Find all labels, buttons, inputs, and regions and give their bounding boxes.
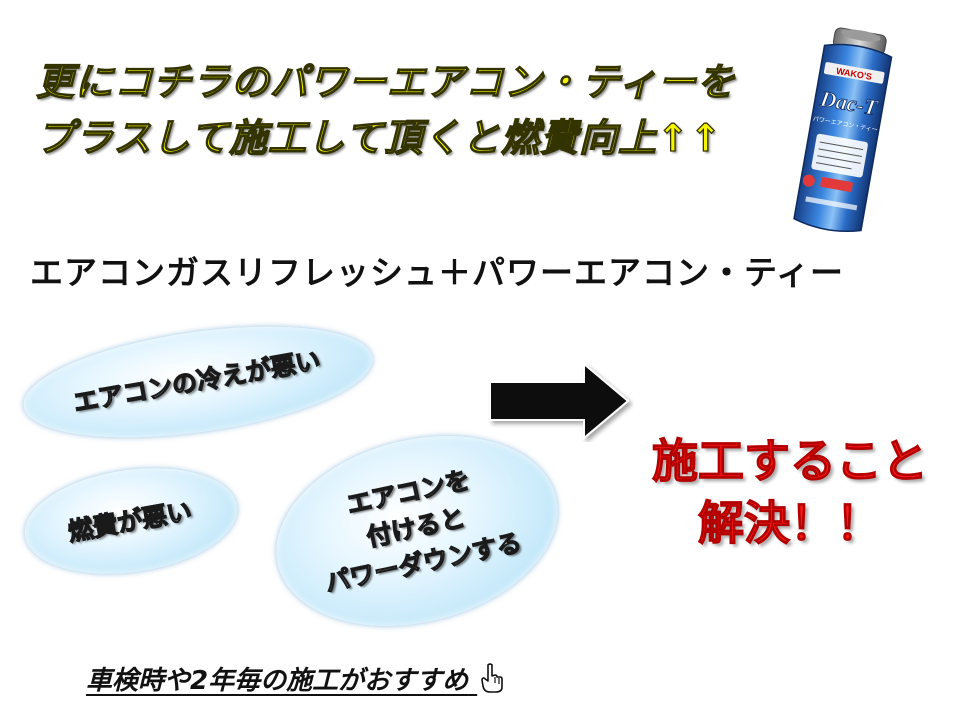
right-arrow-icon	[489, 361, 630, 441]
pointing-hand-icon	[481, 663, 503, 693]
footer-text: 車検時や2年毎の施工がおすすめ	[86, 666, 469, 696]
solution-line-1: 施工すること	[651, 433, 928, 488]
headline-line-2: プラスして施工して頂くと燃費向上↑↑	[35, 115, 723, 160]
solution-text: 施工すること 解決！！	[640, 430, 940, 554]
product-can-image: WAKO'S Dac-T パワーエアコン・ティー	[793, 27, 893, 232]
brand-strip	[823, 62, 885, 84]
headline: 更にコチラのパワーエアコン・ティーを プラスして施工して頂くと燃費向上↑↑	[35, 54, 776, 166]
headline-line-1: 更にコチラのパワーエアコン・ティーを	[35, 59, 736, 104]
solution-line-2: 解決！！	[697, 495, 882, 550]
subtitle: エアコンガスリフレッシュ＋パワーエアコン・ティー	[30, 253, 845, 292]
footer-note: 車検時や2年毎の施工がおすすめ	[86, 660, 505, 697]
